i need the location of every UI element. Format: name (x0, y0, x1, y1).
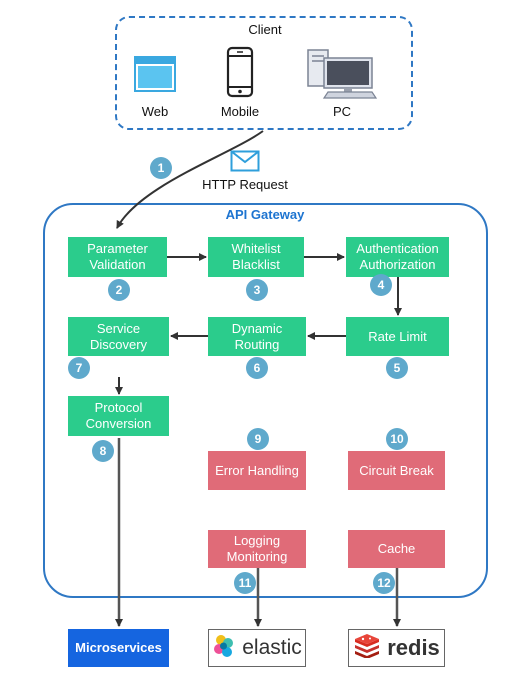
circuit-break: Circuit Break (348, 451, 445, 490)
client-title: Client (248, 22, 282, 37)
desktop-pc-icon (306, 46, 378, 100)
step-badge-4: 4 (370, 274, 392, 296)
api-gateway-group (43, 203, 488, 598)
step-badge-6: 6 (246, 357, 268, 379)
step-badge-5: 5 (386, 357, 408, 379)
step-rate-limit: Rate Limit (346, 317, 449, 356)
step-protocol-conversion: Protocol Conversion (68, 396, 169, 436)
error-handling: Error Handling (208, 451, 306, 490)
step-parameter-validation: Parameter Validation (68, 237, 167, 277)
step-badge-11: 11 (234, 572, 256, 594)
elastic-logo-icon (212, 634, 236, 663)
step-badge-3: 3 (246, 279, 268, 301)
microservices-target: Microservices (68, 629, 169, 667)
step-authentication-authorization: Authentication Authorization (346, 237, 449, 277)
logging-monitoring: Logging Monitoring (208, 530, 306, 568)
step-service-discovery: Service Discovery (68, 317, 169, 356)
step-badge-2: 2 (108, 279, 130, 301)
step-badge-10: 10 (386, 428, 408, 450)
mobile-label: Mobile (220, 104, 260, 119)
cache: Cache (348, 530, 445, 568)
envelope-icon (230, 150, 260, 172)
browser-window-icon (134, 53, 176, 95)
step-badge-1: 1 (150, 157, 172, 179)
elastic-label: elastic (242, 636, 302, 659)
redis-logo-icon (353, 633, 381, 663)
gateway-title: API Gateway (225, 207, 305, 222)
redis-label: redis (387, 635, 440, 660)
redis-target: redis (348, 629, 445, 667)
web-label: Web (141, 104, 169, 119)
elastic-target: elastic (208, 629, 306, 667)
step-dynamic-routing: Dynamic Routing (208, 317, 306, 356)
mobile-phone-icon (226, 46, 254, 98)
step-badge-12: 12 (373, 572, 395, 594)
client-group (115, 16, 413, 130)
step-badge-8: 8 (92, 440, 114, 462)
step-whitelist-blacklist: Whitelist Blacklist (208, 237, 304, 277)
pc-label: PC (332, 104, 352, 119)
step-badge-9: 9 (247, 428, 269, 450)
step-badge-7: 7 (68, 357, 90, 379)
http-request-label: HTTP Request (202, 177, 288, 192)
